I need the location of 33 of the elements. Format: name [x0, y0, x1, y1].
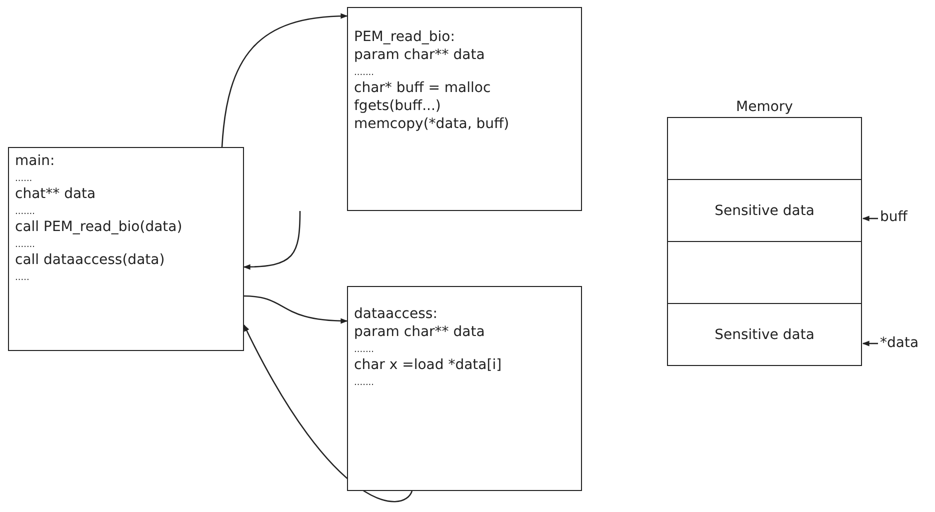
- memory-heading: Memory: [736, 98, 793, 116]
- code-line: dataaccess:: [354, 305, 438, 323]
- ellipsis-line: .......: [15, 207, 36, 218]
- code-line: char* buff = malloc: [354, 79, 492, 97]
- arrow: [244, 295, 348, 324]
- code-box: [347, 286, 582, 491]
- ellipsis-line: .....: [15, 273, 30, 284]
- code-line: call PEM_read_bio(data): [15, 218, 184, 236]
- cell-text: Sensitive data: [714, 326, 814, 342]
- arrow: [243, 211, 301, 270]
- code-line: memcopy(*data, buff): [354, 115, 510, 133]
- code-line: call dataaccess(data): [15, 251, 166, 269]
- code-line: main:: [15, 152, 56, 170]
- arrow: [221, 13, 348, 148]
- ellipsis-line: .......: [354, 378, 376, 389]
- code-box: [347, 7, 582, 211]
- ellipsis-line: .......: [354, 345, 376, 356]
- code-line: param char** data: [354, 323, 486, 341]
- arrow: [243, 324, 413, 502]
- pointer-label: *data: [880, 334, 919, 352]
- code-line: fgets(buff...): [354, 97, 442, 115]
- code-line: param char** data: [354, 46, 486, 64]
- arrow: [862, 340, 878, 346]
- pointer-label: buff: [880, 208, 908, 226]
- code-line: PEM_read_bio:: [354, 28, 456, 46]
- arrow: [862, 216, 878, 222]
- code-box: [8, 147, 244, 351]
- code-line: chat** data: [15, 185, 97, 203]
- ellipsis-line: .......: [354, 68, 376, 79]
- ellipsis-line: ......: [15, 174, 34, 185]
- ellipsis-line: .......: [15, 240, 36, 251]
- code-line: char x =load *data[i]: [354, 356, 503, 374]
- cell-text: Sensitive data: [714, 202, 814, 218]
